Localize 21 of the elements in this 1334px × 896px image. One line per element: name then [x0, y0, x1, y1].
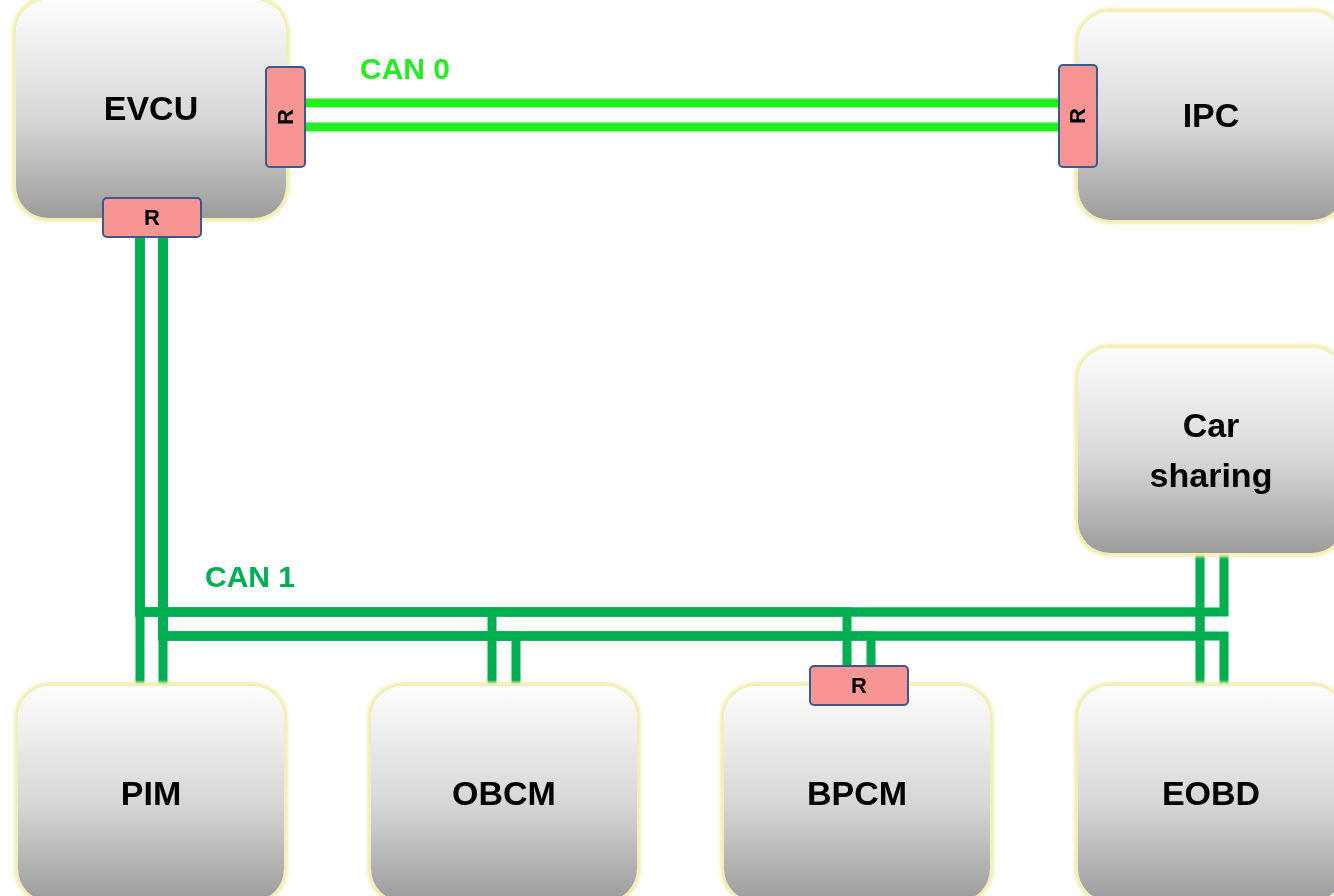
terminator-resistor — [809, 665, 909, 706]
edge-label: CAN 1 — [205, 560, 295, 594]
control-unit-box — [18, 686, 284, 896]
terminator-resistor — [265, 66, 306, 168]
resistor-label: R — [144, 204, 160, 231]
unit-label: Car sharing — [1148, 405, 1274, 496]
resistor-label: R — [1065, 108, 1091, 124]
control-unit-box — [1078, 348, 1334, 553]
unit-label: IPC — [1182, 95, 1240, 137]
unit-label: EOBD — [1161, 772, 1261, 814]
edge-label: CAN 0 — [360, 52, 450, 86]
control-unit-box — [1078, 686, 1334, 896]
unit-label: OBCM — [452, 772, 556, 814]
unit-label: EVCU — [103, 88, 199, 130]
terminator-resistor — [1058, 64, 1098, 168]
control-unit-box — [371, 686, 637, 896]
unit-label: BPCM — [806, 772, 908, 814]
resistor-label: R — [851, 672, 867, 699]
terminator-resistor — [102, 197, 202, 238]
unit-label: PIM — [120, 772, 182, 814]
resistor-label: R — [272, 109, 299, 125]
